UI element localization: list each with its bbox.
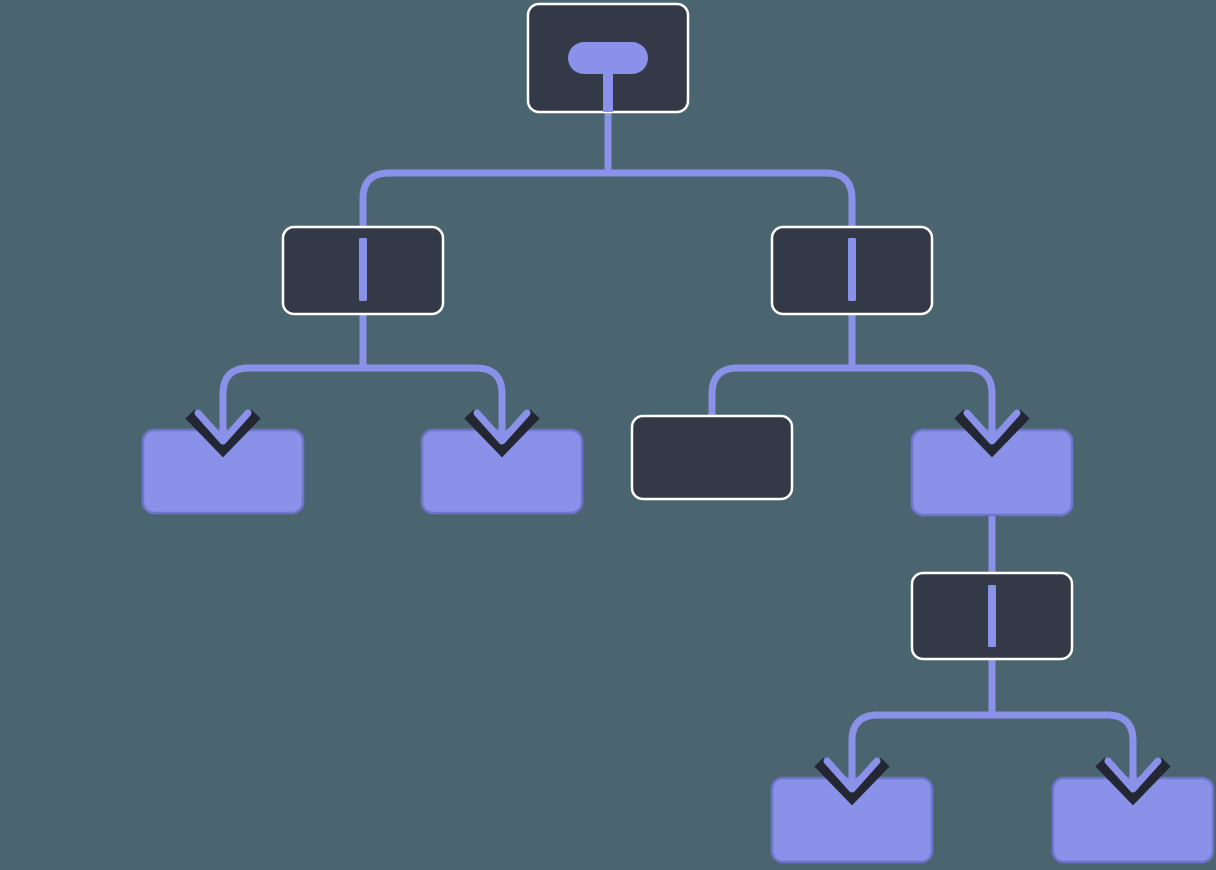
chevron-down-icon — [954, 400, 1030, 458]
chevron-down-icon — [185, 400, 261, 458]
edges-layer — [219, 112, 1137, 786]
connector-line-icon — [988, 585, 996, 647]
edge-left-branch — [219, 364, 506, 438]
edge-bottom-branch — [848, 711, 1137, 786]
start-pill-icon — [568, 42, 648, 112]
chevron-down-icon — [814, 748, 890, 806]
nodes-layer — [141, 2, 1215, 864]
connector-line-icon — [848, 238, 856, 301]
decorations-layer — [185, 42, 1171, 806]
edge-right-branch — [708, 364, 996, 438]
chevron-down-icon — [1095, 748, 1171, 806]
edge-top-branch — [359, 169, 856, 242]
chevron-down-icon — [464, 400, 540, 458]
node-terminal-dark[interactable] — [630, 414, 794, 501]
connector-line-icon — [359, 238, 367, 301]
